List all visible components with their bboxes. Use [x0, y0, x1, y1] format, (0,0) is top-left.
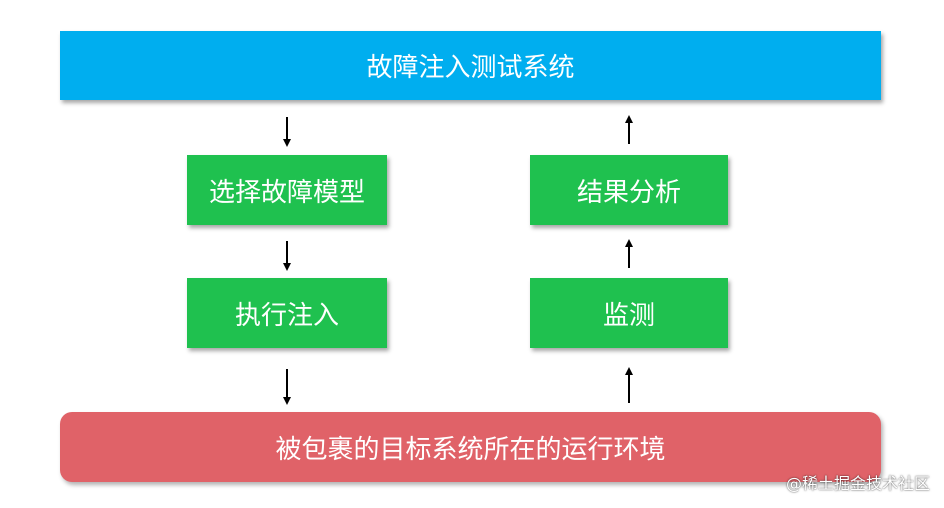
watermark: @稀土掘金技术社区: [785, 474, 930, 493]
execute-injection-box: 执行注入: [187, 278, 387, 348]
environment-label: 被包裹的目标系统所在的运行环境: [275, 434, 666, 465]
monitoring-label: 监测: [602, 300, 655, 331]
result-analysis-label: 结果分析: [576, 177, 681, 208]
execute-injection-label: 执行注入: [234, 300, 339, 331]
fault-injection-system-bar: 故障注入测试系统: [60, 31, 881, 100]
system-label: 故障注入测试系统: [366, 53, 575, 83]
runtime-environment-bar: 被包裹的目标系统所在的运行环境: [60, 412, 881, 482]
select-fault-model-box: 选择故障模型: [187, 155, 387, 225]
select-fault-model-label: 选择故障模型: [208, 177, 365, 208]
result-analysis-box: 结果分析: [530, 155, 728, 225]
monitoring-box: 监测: [530, 278, 728, 348]
